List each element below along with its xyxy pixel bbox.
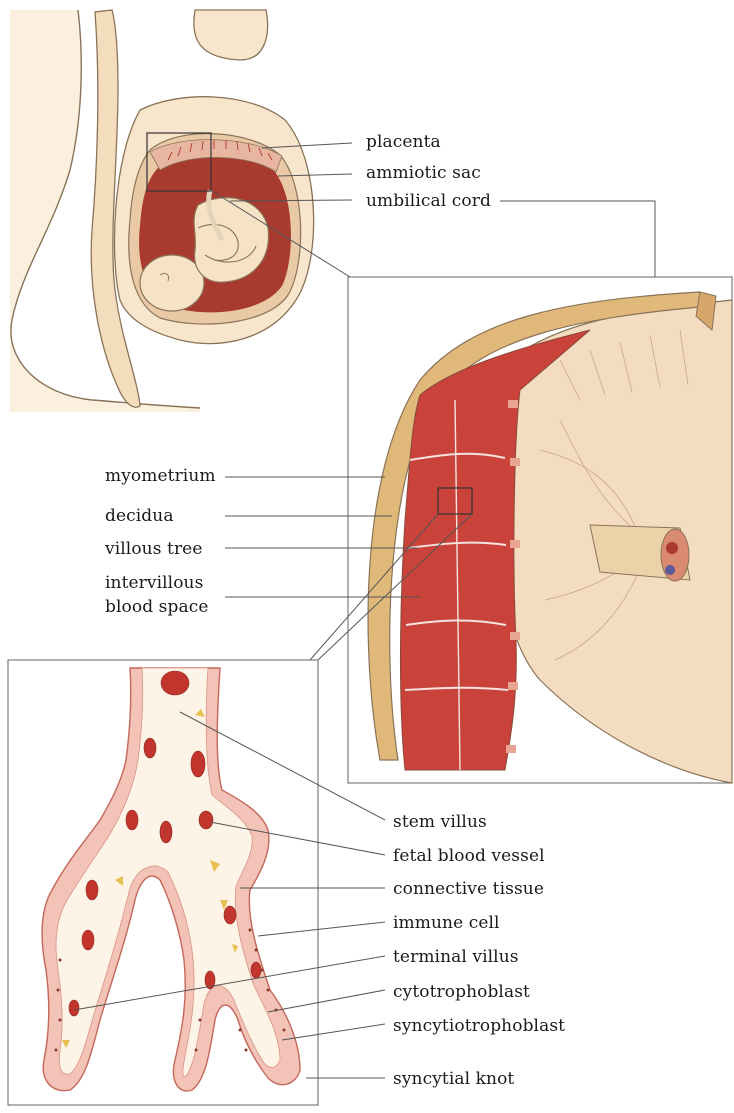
pregnant-body-illustration: [10, 10, 314, 412]
label-syncytiotrophoblast: syncytiotrophoblast: [393, 1016, 565, 1036]
label-terminal-villus: terminal villus: [393, 947, 519, 967]
label-syncytial-knot: syncytial knot: [393, 1069, 514, 1089]
placenta-detail-panel: [348, 277, 732, 783]
label-myometrium: myometrium: [105, 466, 216, 486]
label-intervillous-line2: blood space: [105, 597, 209, 617]
label-fetal-blood-vessel: fetal blood vessel: [393, 846, 545, 866]
villus-detail-panel: [8, 660, 318, 1105]
label-intervillous-line1: intervillous: [105, 573, 203, 593]
label-umbilical-cord: umbilical cord: [366, 191, 491, 211]
label-cytotrophoblast: cytotrophoblast: [393, 982, 530, 1002]
label-immune-cell: immune cell: [393, 913, 500, 933]
label-amniotic-sac: ammiotic sac: [366, 163, 481, 183]
label-stem-villus: stem villus: [393, 812, 487, 832]
label-decidua: decidua: [105, 506, 174, 526]
label-placenta: placenta: [366, 132, 441, 152]
label-connective-tissue: connective tissue: [393, 879, 544, 899]
label-villous-tree: villous tree: [105, 539, 203, 559]
